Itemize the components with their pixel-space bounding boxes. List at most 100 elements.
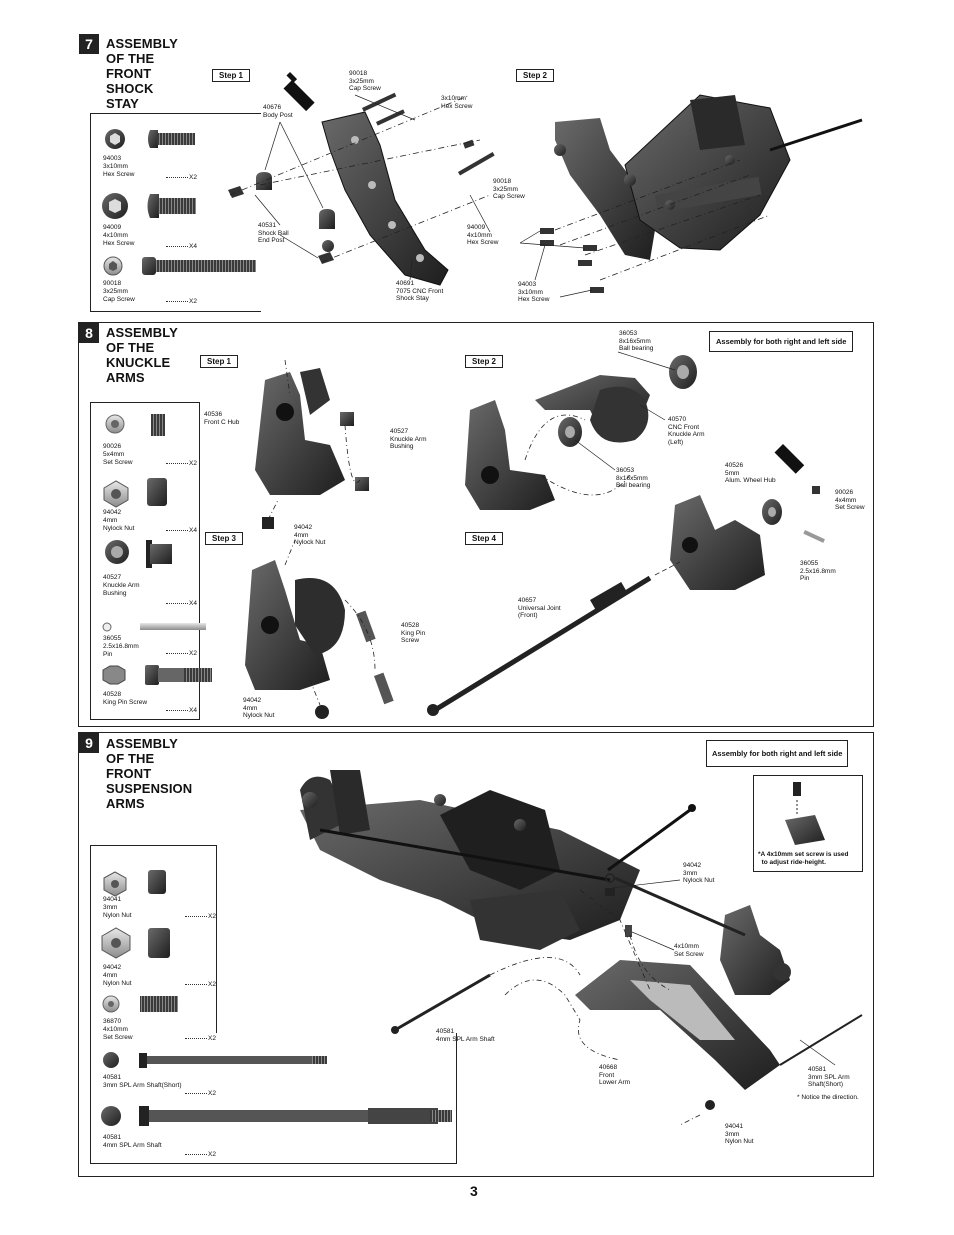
hex-screw-icon — [540, 228, 604, 293]
part-code: 36055 — [103, 635, 122, 642]
king-pin-screw-icon — [102, 665, 212, 685]
part-qty: X2 — [166, 650, 197, 657]
part-name: Knuckle Arm Bushing — [103, 582, 140, 597]
universal-joint-icon — [605, 873, 746, 937]
part-code: 40581 — [103, 1074, 122, 1081]
part-code: 40528 — [103, 691, 122, 698]
callout: 94042 3mm Nylock Nut — [683, 862, 715, 884]
callout: 94003 3x10mm Hex Screw — [518, 281, 550, 303]
step-label: Step 1 — [212, 69, 251, 82]
callout: * Notice the direction. — [797, 1094, 859, 1101]
c-hub-assembled-icon — [245, 560, 345, 690]
thread-lock-tube-icon — [283, 71, 315, 112]
cap-screw-3x25-icon — [103, 256, 256, 276]
shock-stay-icon — [321, 111, 449, 286]
callout: 94009 4x10mm Hex Screw — [467, 224, 499, 246]
note-both-sides: Assembly for both right and left side — [709, 331, 854, 352]
part-code: 94042 — [103, 964, 122, 971]
callout: 40581 4mm SPL Arm Shaft — [436, 1028, 495, 1043]
part-name: 3x10mm Hex Screw — [103, 163, 135, 178]
knuckle-arm-icon — [465, 375, 650, 510]
callout: 40691 7075 CNC Front Shock Stay — [396, 280, 444, 302]
chassis-assembly-icon — [300, 770, 696, 950]
c-hub-icon — [255, 368, 345, 495]
callout: 40668 Front Lower Arm — [599, 1064, 631, 1086]
front-hub-icon — [720, 905, 791, 995]
section-title: ASSEMBLY OF THE FRONT SUSPENSION ARMS — [106, 736, 193, 811]
callout: 40581 3mm SPL Arm Shaft(Short) — [808, 1066, 850, 1088]
nylock-nut-icon — [103, 478, 167, 508]
note-both-sides: Assembly for both right and left side — [706, 740, 849, 767]
knuckle-assembly-icon — [670, 495, 765, 590]
part-code: 94003 — [103, 155, 122, 162]
callout: 40570 CNC Front Knuckle Arm (Left) — [668, 416, 705, 446]
part-qty: X2 — [185, 1090, 216, 1097]
set-screw-4x10-icon — [102, 995, 178, 1013]
part-name: 4mm Nylon Nut — [103, 972, 132, 987]
part-code: 94041 — [103, 896, 122, 903]
callout: 4x10mm Set Screw — [674, 943, 704, 958]
part-name: 3mm Nylon Nut — [103, 904, 132, 919]
part-name: 3x25mm Cap Screw — [103, 288, 135, 303]
part-qty: X4 — [166, 243, 197, 250]
callout: 90018 3x25mm Cap Screw — [349, 70, 381, 92]
part-name: King Pin Screw — [103, 699, 148, 706]
ball-bearing-icon — [558, 355, 697, 447]
callout: 36053 8x16x5mm Ball bearing — [616, 467, 651, 489]
part-qty: X4 — [166, 707, 197, 714]
pin-icon — [102, 622, 206, 632]
callout: 40526 5mm Alum. Wheel Hub — [725, 462, 776, 484]
parts-list-box-ext — [90, 1033, 457, 1164]
section-number: 7 — [79, 34, 99, 54]
callout: 94042 4mm Nylock Nut — [243, 697, 275, 719]
part-name: 4x10mm Hex Screw — [103, 232, 135, 247]
part-qty: X2 — [185, 1035, 216, 1042]
nut-icon — [262, 517, 274, 529]
part-name: 4mm Nylock Nut — [103, 517, 135, 532]
callout: 40528 King Pin Screw — [401, 622, 426, 644]
callout: 40657 Universal Joint (Front) — [518, 597, 561, 619]
step-label: Step 1 — [200, 355, 239, 368]
screw-icon — [361, 92, 495, 176]
callout: 40531 Shock Ball End Post — [258, 222, 289, 244]
section-number: 8 — [79, 323, 99, 343]
side-note: *A 4x10mm set screw is used to adjust ri… — [758, 851, 849, 866]
part-qty: X2 — [166, 298, 197, 305]
body-post-icon — [228, 172, 335, 264]
part-qty: X2 — [166, 460, 197, 467]
section-number: 9 — [79, 733, 99, 753]
part-code: 94009 — [103, 224, 122, 231]
callout: 90018 3x25mm Cap Screw — [493, 178, 525, 200]
part-code: 36870 — [103, 1018, 122, 1025]
ride-height-detail-icon — [785, 782, 825, 845]
step-label: Step 2 — [465, 355, 504, 368]
part-qty: X4 — [166, 600, 197, 607]
bushing-icon — [340, 412, 369, 491]
part-qty: X2 — [166, 174, 197, 181]
step-label: Step 2 — [516, 69, 555, 82]
part-code: 40527 — [103, 574, 122, 581]
callout: 40676 Body Post — [263, 104, 293, 119]
callout: 40536 Front C Hub — [204, 411, 240, 426]
nylon-nut-4mm-icon — [101, 927, 170, 959]
callout: 94042 4mm Nylock Nut — [294, 524, 326, 546]
arm-shaft-4mm-icon — [101, 1106, 452, 1126]
part-qty: X2 — [185, 1151, 216, 1158]
set-screw-icon — [105, 414, 165, 436]
callout: 40527 Knuckle Arm Bushing — [390, 428, 427, 450]
section-title: ASSEMBLY OF THE FRONT SHOCK STAY — [106, 36, 178, 111]
nylon-nut-3mm-icon — [103, 870, 166, 897]
callout: 94041 3mm Nylon Nut — [725, 1123, 754, 1145]
hex-screw-3x10-icon — [105, 129, 195, 149]
hex-screw-4x10-icon — [102, 193, 196, 219]
callout: 36055 2.5x16.8mm Pin — [800, 560, 836, 582]
part-name: 4mm SPL Arm Shaft — [103, 1142, 162, 1149]
part-code: 40581 — [103, 1134, 122, 1141]
universal-joint-icon — [427, 561, 681, 716]
callout: 3x10mm Hex Screw — [441, 95, 473, 110]
lower-arm-icon — [575, 960, 780, 1090]
part-name: 4x10mm Set Screw — [103, 1026, 133, 1041]
part-name: 5x4mm Set Screw — [103, 451, 133, 466]
king-pin-screw-icon — [315, 610, 394, 719]
